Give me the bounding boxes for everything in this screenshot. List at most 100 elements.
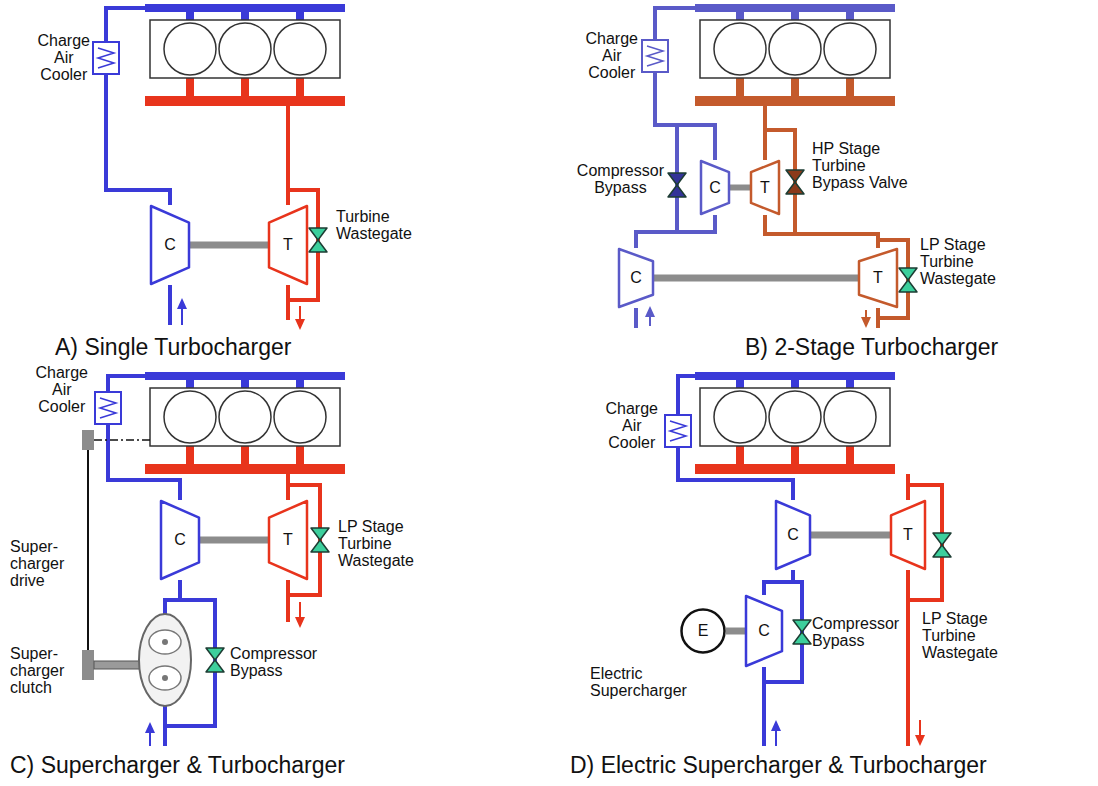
cylinder <box>274 23 326 75</box>
panel-c <box>82 372 345 746</box>
panel-caption: C) Supercharger & Turbocharger <box>10 752 345 779</box>
valve-symbol <box>933 533 951 557</box>
pipe <box>286 580 290 622</box>
engine-block <box>700 388 890 446</box>
exhaust-manifold <box>695 464 895 474</box>
intake-runner <box>241 380 249 388</box>
flow-arrow <box>149 731 151 746</box>
compressor-outline <box>776 501 810 569</box>
intake-runner <box>791 380 799 388</box>
intake-manifold <box>695 372 895 380</box>
supercharger-shaft <box>94 661 140 669</box>
intake-manifold <box>145 4 345 12</box>
symbol-letter: T <box>760 179 770 197</box>
exhaust-manifold <box>695 96 895 106</box>
pipe-connector <box>636 215 715 248</box>
part-label: Charge Air Cooler <box>38 32 90 83</box>
intake-runner <box>846 12 854 20</box>
charge-air-cooler <box>93 42 119 74</box>
exhaust-runner <box>296 78 304 96</box>
pipe <box>678 447 793 500</box>
cooler-core <box>100 398 116 418</box>
turbine-symbol: T <box>268 205 308 285</box>
symbol-letter: E <box>698 622 709 640</box>
engine-block <box>700 20 890 78</box>
pipe <box>876 308 880 328</box>
engine-block <box>150 20 340 78</box>
pipe <box>106 8 145 42</box>
valve-symbol <box>309 228 327 252</box>
supercharger-lobe <box>149 630 181 654</box>
intake-manifold <box>695 4 895 12</box>
turbine-outline <box>269 501 307 579</box>
pipe <box>634 308 638 328</box>
turbine-outline <box>859 249 897 307</box>
flow-arrowhead <box>295 319 305 330</box>
pipe <box>678 376 695 415</box>
intake-runner <box>186 380 194 388</box>
charge-air-cooler <box>642 40 668 72</box>
pipe <box>763 106 767 160</box>
cylinder <box>274 391 326 443</box>
cooler-core <box>647 46 663 66</box>
pipe <box>165 580 180 614</box>
part-label: Charge Air Cooler <box>36 364 88 415</box>
intake-runner <box>186 12 194 20</box>
pipe <box>906 570 910 746</box>
compressor-outline <box>701 161 729 214</box>
supercharger-housing <box>139 614 191 706</box>
part-label: Electric Supercharger <box>590 665 687 699</box>
flow-arrow <box>299 306 301 321</box>
part-label: LP Stage Turbine Wastegate <box>338 518 426 569</box>
flow-arrowhead <box>145 722 155 733</box>
turbo-shaft <box>654 275 858 282</box>
turbine-symbol: T <box>858 248 898 308</box>
pipe <box>655 72 715 160</box>
valve-symbol <box>668 173 686 197</box>
turbine-outline <box>269 206 307 284</box>
compressor-outline <box>619 249 653 307</box>
flow-arrowhead <box>915 735 925 746</box>
flow-arrowhead <box>295 617 305 628</box>
panel-caption: A) Single Turbocharger <box>55 334 292 361</box>
cylinder <box>824 23 876 75</box>
valve-symbol <box>786 170 804 194</box>
electric-motor: E <box>680 608 726 654</box>
valve-symbol <box>206 648 224 672</box>
turbo-shaft <box>726 628 745 635</box>
exhaust-runner <box>791 78 799 96</box>
exhaust-runner <box>736 446 744 464</box>
supercharger-lobe <box>149 666 181 690</box>
part-label: Compressor Bypass <box>230 645 317 679</box>
pipe <box>286 285 290 320</box>
cylinder <box>769 23 821 75</box>
supercharger-drive <box>82 430 94 450</box>
symbol-letter: T <box>283 236 293 254</box>
part-label: Super- charger drive <box>10 538 64 589</box>
intake-runner <box>846 380 854 388</box>
symbol-letter: C <box>758 622 770 640</box>
compressor-symbol: C <box>775 500 811 570</box>
exhaust-runner <box>296 446 304 464</box>
flow-arrow <box>181 307 183 325</box>
supercharger-clutch <box>82 650 94 680</box>
turbine-outline <box>891 501 925 569</box>
symbol-letter: C <box>709 179 721 197</box>
exhaust-runner <box>186 446 194 464</box>
valve-symbol <box>899 268 917 292</box>
compressor-outline <box>161 501 199 579</box>
rotor-hub <box>162 675 168 681</box>
part-label: Compressor Bypass <box>577 162 664 196</box>
cylinder <box>769 391 821 443</box>
part-label: Charge Air Cooler <box>586 30 638 81</box>
drive-belt <box>87 450 89 650</box>
turbine-outline <box>751 161 779 214</box>
panel-a <box>93 4 345 330</box>
panel-caption: B) 2-Stage Turbocharger <box>745 334 998 361</box>
turbine-symbol: T <box>268 500 308 580</box>
charge-air-cooler <box>665 415 691 447</box>
cylinder <box>824 391 876 443</box>
cylinder <box>714 23 766 75</box>
